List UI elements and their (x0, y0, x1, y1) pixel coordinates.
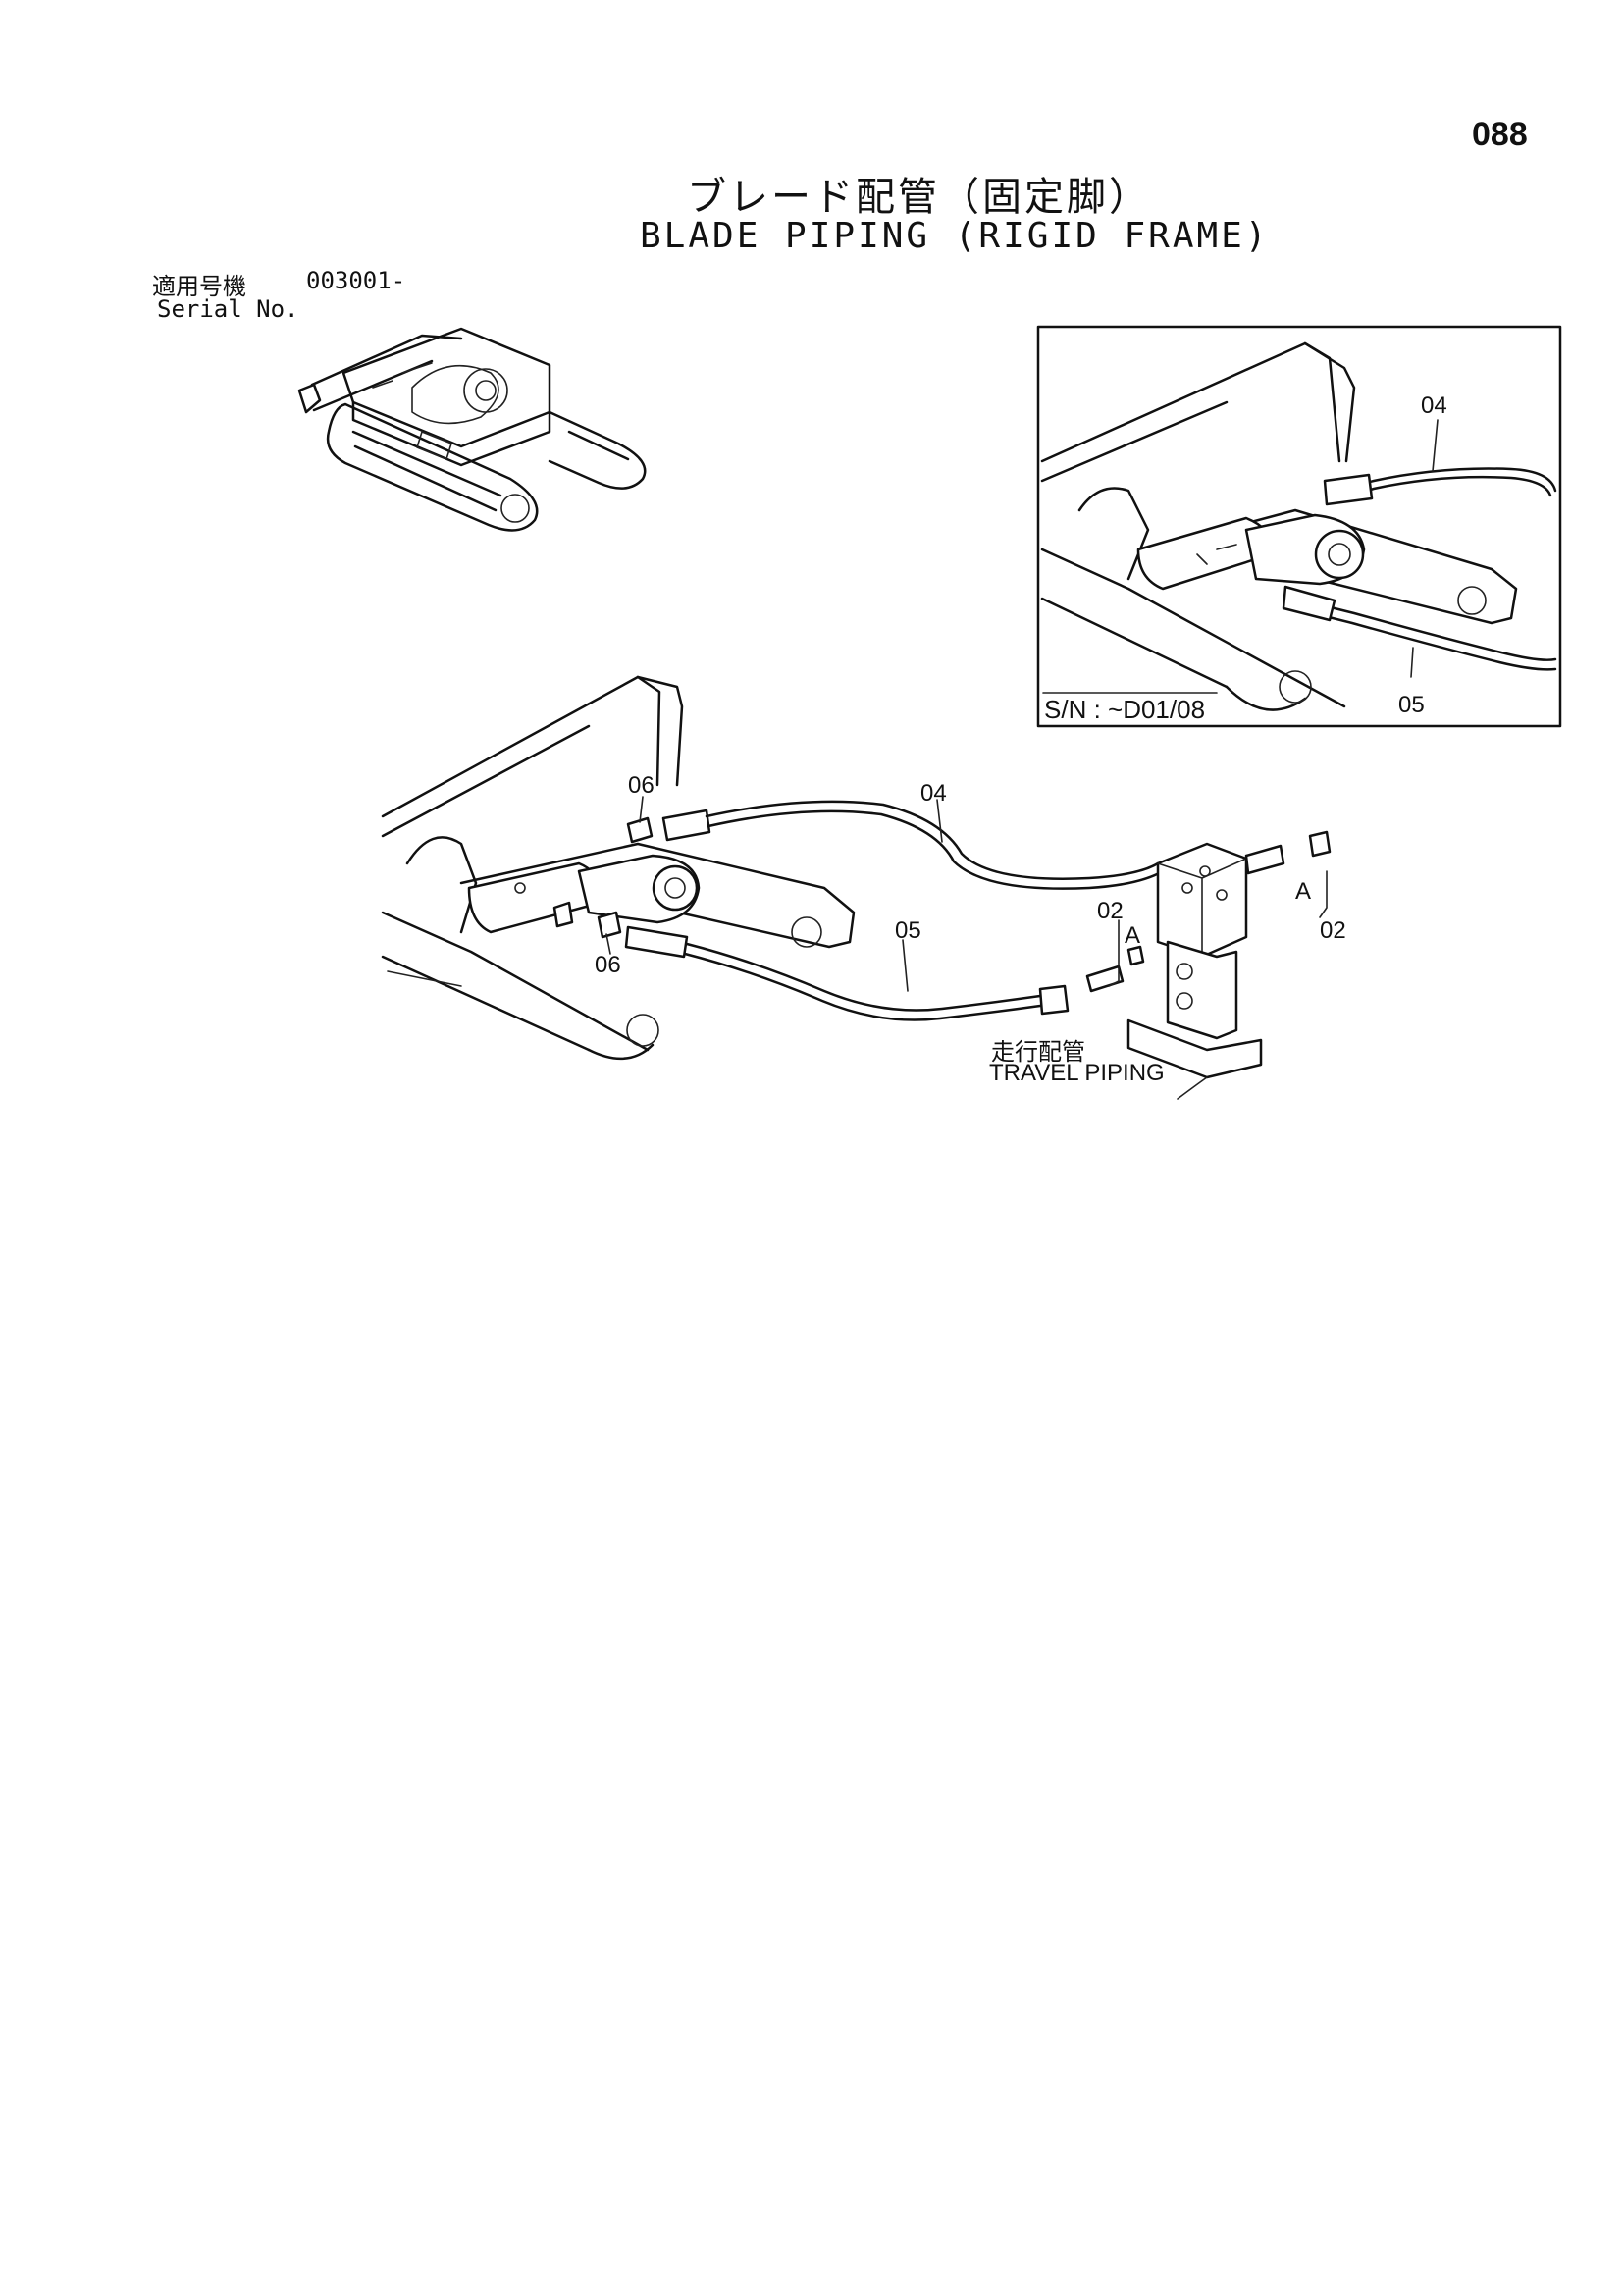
page-title-english: BLADE PIPING (RIGID FRAME) (640, 216, 1270, 256)
travel-piping-label-japanese: 走行配管 (991, 1038, 1085, 1066)
page-number: 088 (1472, 116, 1528, 153)
page-title-japanese: ブレード配管（固定脚） (687, 175, 1151, 220)
fitting-02-right-label: 02 (1320, 917, 1346, 944)
machine-overview-figure (297, 327, 647, 532)
port-a-left-label: A (1125, 922, 1141, 949)
main-diagram-figure (381, 675, 1332, 1100)
travel-piping-label-english: TRAVEL PIPING (989, 1060, 1165, 1086)
inset-frame (1036, 325, 1562, 728)
fitting-06-lower-label: 06 (595, 952, 621, 978)
serial-label-english: Serial No. (157, 295, 299, 323)
hose-05-label: 05 (895, 917, 921, 944)
serial-label-japanese: 適用号機 (152, 273, 246, 300)
fitting-06-upper-label: 06 (628, 772, 655, 799)
hose-04-label: 04 (920, 780, 947, 807)
inset-serial-note: S/N : ~D01/08 (1044, 695, 1206, 724)
inset-hose-04-label: 04 (1421, 392, 1447, 419)
serial-value: 003001- (306, 267, 406, 294)
inset-hose-05-label: 05 (1398, 692, 1425, 718)
fitting-02-left-label: 02 (1097, 898, 1124, 924)
port-a-right-label: A (1295, 878, 1312, 905)
inset-detail-figure (1036, 325, 1562, 728)
